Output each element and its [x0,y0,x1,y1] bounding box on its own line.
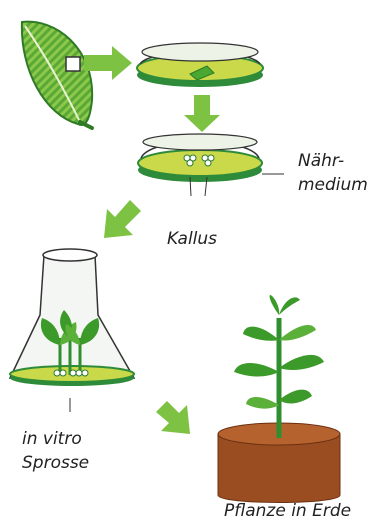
in-vitro-shoots-label-line1: in vitro [22,428,82,450]
in-vitro-shoots-label-line2: Sprosse [22,452,89,474]
arrow-to-dish-2 [184,95,220,132]
arrow-to-dish-1 [84,46,132,80]
arrow-to-pot [156,401,190,434]
leaf-explant-square [66,57,80,71]
potted-plant [218,295,340,503]
nutrient-medium-label-line2: medium [298,174,368,196]
petri-dish-callus [138,134,284,196]
source-leaf [22,22,92,128]
plant-in-soil-label: Pflanze in Erde [224,500,351,522]
culture-flask [10,249,134,412]
arrow-to-flask [104,200,141,238]
petri-dish-explant [137,43,263,87]
callus-label: Kallus [167,228,217,250]
nutrient-medium-label-line1: Nähr- [298,150,344,172]
